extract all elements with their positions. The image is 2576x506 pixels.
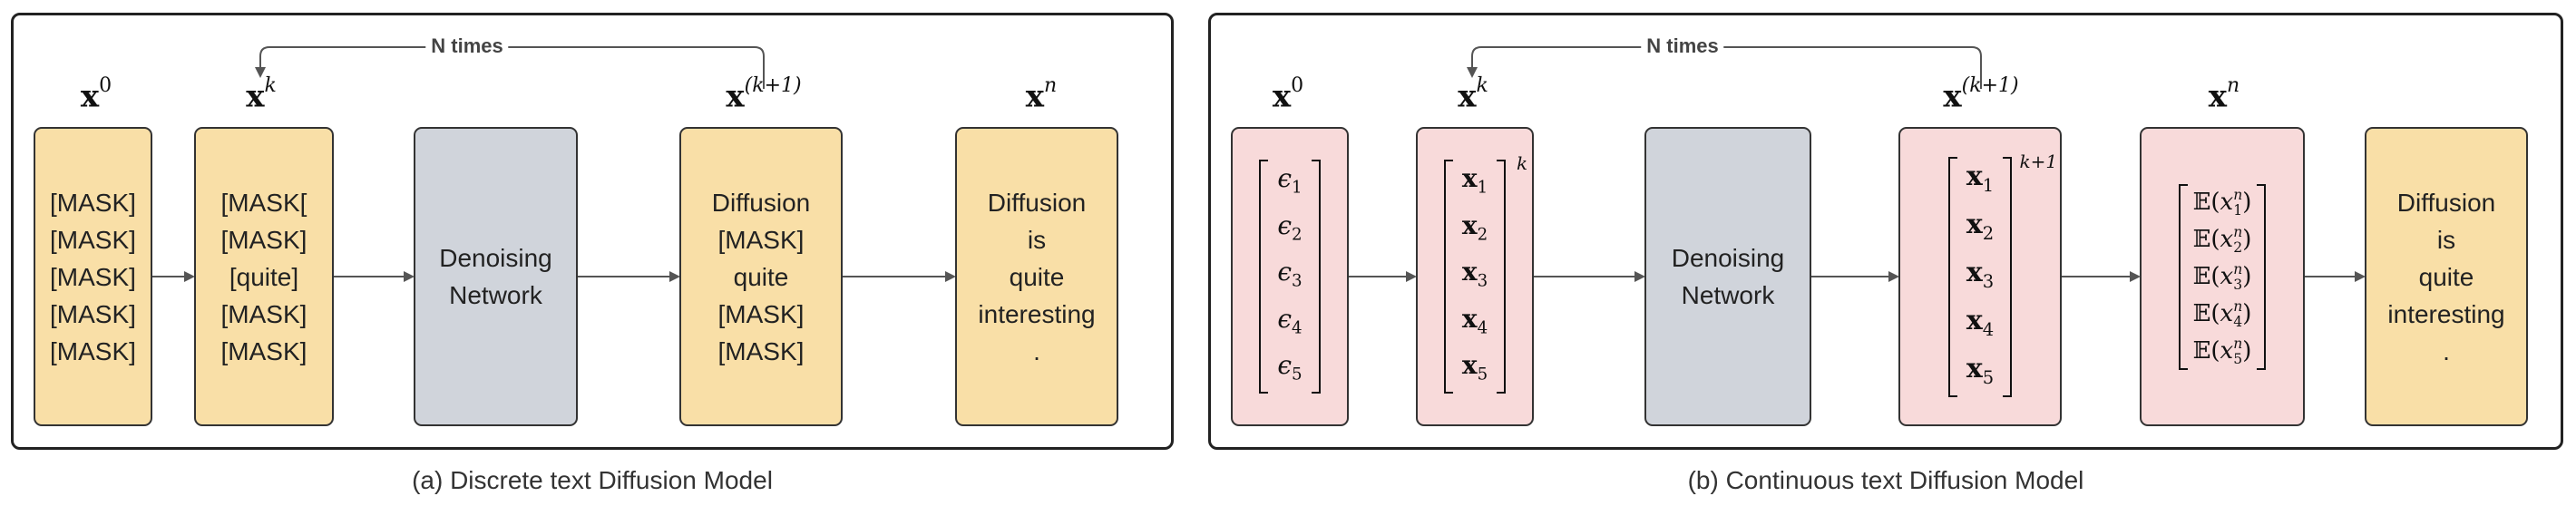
x0-tokens: [MASK] [MASK] [MASK] [MASK] [MASK] bbox=[50, 188, 136, 365]
x0-box-continuous: ϵ1 ϵ2 ϵ3 ϵ4 ϵ5 bbox=[1231, 127, 1349, 426]
label-xn-a: xn bbox=[1025, 74, 1058, 115]
noise-entry-2: ϵ2 bbox=[1277, 209, 1303, 245]
noise-entry-3: ϵ3 bbox=[1277, 257, 1303, 291]
label-xn-b: xn bbox=[2208, 74, 2240, 115]
denoising-network-box-discrete: Denoising Network bbox=[414, 127, 578, 426]
denoising-network-label: Denoising Network bbox=[439, 244, 552, 309]
output-tokens: Diffusion is quite interesting . bbox=[2387, 188, 2505, 365]
xk1-tokens: Diffusion [MASK] quite [MASK] [MASK] bbox=[711, 188, 811, 365]
noise-entry-5: ϵ5 bbox=[1277, 350, 1303, 384]
label-xk1-a: x(k+1) bbox=[726, 74, 802, 115]
label-x0-b: x0 bbox=[1272, 74, 1304, 115]
xk1-box-continuous: x1 x2 x3 x4 x5 k+1 bbox=[1898, 127, 2062, 426]
noise-entry-1: ϵ1 bbox=[1277, 163, 1303, 198]
xk-box-continuous: x1 x2 x3 x4 x5 k bbox=[1416, 127, 1534, 426]
xn-tokens: Diffusion is quite interesting . bbox=[978, 188, 1096, 365]
denoising-network-box-continuous: Denoising Network bbox=[1644, 127, 1811, 426]
discrete-diffusion-panel bbox=[11, 13, 1174, 450]
xk-entry-2: x2 bbox=[1461, 209, 1488, 245]
caption-discrete: (a) Discrete text Diffusion Model bbox=[412, 466, 773, 494]
xk1-vector-sup: k+1 bbox=[2019, 150, 2058, 172]
x0-box-discrete: [MASK] [MASK] [MASK] [MASK] [MASK] bbox=[34, 127, 152, 426]
label-x0-a: x0 bbox=[80, 74, 112, 115]
loop-b bbox=[1467, 46, 1982, 89]
continuous-diffusion-panel bbox=[1208, 13, 2563, 450]
xk-entry-1: x1 bbox=[1461, 163, 1488, 198]
xk-box-discrete: [MASK[ [MASK] [quite] [MASK] [MASK] bbox=[194, 127, 334, 426]
xk1-entry-3: x3 bbox=[1966, 256, 1995, 292]
xk1-entry-5: x5 bbox=[1966, 352, 1995, 388]
label-xk1-b: x(k+1) bbox=[1943, 74, 2019, 115]
xk-tokens: [MASK[ [MASK] [quite] [MASK] [MASK] bbox=[220, 188, 307, 365]
label-xk-b: xk bbox=[1458, 74, 1488, 115]
xn-box-discrete: Diffusion is quite interesting . bbox=[955, 127, 1118, 426]
xk1-vector: x1 x2 x3 x4 x5 k+1 bbox=[1947, 151, 2057, 397]
output-box-continuous: Diffusion is quite interesting . bbox=[2365, 127, 2528, 426]
label-xk-a: xk bbox=[246, 74, 277, 115]
xk1-entry-2: x2 bbox=[1966, 208, 1995, 244]
xk-vector: x1 x2 x3 x4 x5 k bbox=[1443, 152, 1527, 394]
denoising-network-label: Denoising Network bbox=[1671, 244, 1785, 309]
caption-continuous: (b) Continuous text Diffusion Model bbox=[1687, 466, 2084, 494]
xk1-entry-4: x4 bbox=[1966, 304, 1995, 340]
noise-vector: ϵ1 ϵ2 ϵ3 ϵ4 ϵ5 bbox=[1259, 160, 1321, 394]
xk-entry-5: x5 bbox=[1461, 350, 1488, 384]
loop-label-continuous: N times bbox=[1641, 34, 1724, 58]
noise-entry-4: ϵ4 bbox=[1277, 303, 1303, 338]
loop-label-discrete: N times bbox=[425, 34, 509, 58]
xk1-entry-1: x1 bbox=[1966, 160, 1995, 196]
xk-entry-3: x3 bbox=[1461, 257, 1488, 291]
xk-entry-4: x4 bbox=[1461, 303, 1488, 338]
loop-a bbox=[255, 46, 765, 89]
xk1-box-discrete: Diffusion [MASK] quite [MASK] [MASK] bbox=[679, 127, 843, 426]
xk-vector-sup: k bbox=[1517, 152, 1528, 175]
